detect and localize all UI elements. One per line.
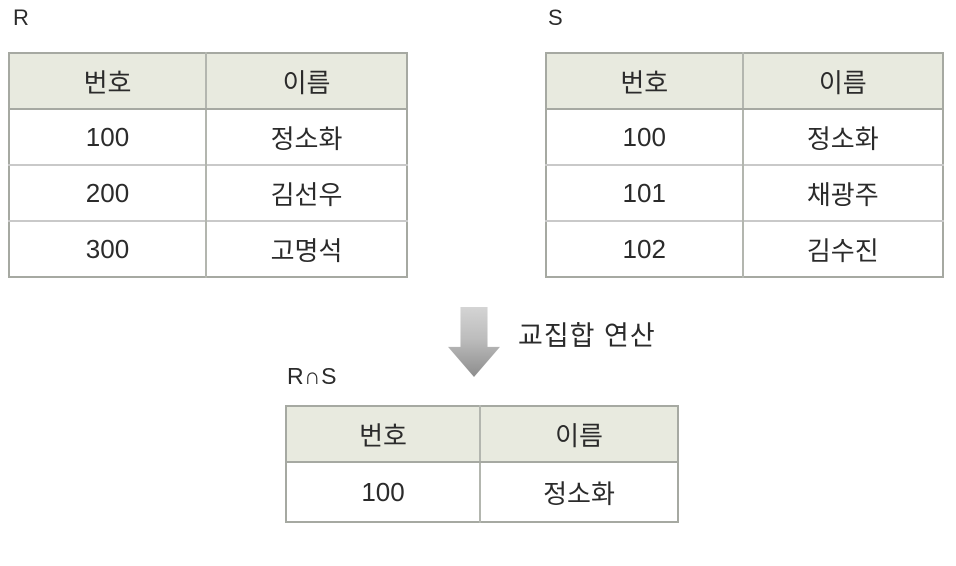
table-cell-name: 정소화: [479, 462, 678, 522]
table-cell-number: 100: [9, 109, 206, 165]
table-cell-name: 김선우: [205, 164, 407, 221]
table-cell-number: 200: [9, 164, 206, 221]
table-row: 102 김수진: [546, 220, 943, 277]
table-row: 100 정소화: [546, 109, 943, 165]
table-cell-name: 고명석: [205, 220, 407, 277]
table-row: 300 고명석: [9, 220, 407, 277]
table-cell-name: 정소화: [741, 109, 943, 165]
table-cell-number: 300: [9, 220, 206, 277]
table-result-header-number: 번호: [286, 406, 481, 463]
table-cell-number: 100: [546, 109, 743, 165]
table-cell-number: 101: [546, 164, 743, 221]
table-cell-number: 100: [286, 462, 481, 522]
table-r-header-name: 이름: [205, 53, 407, 110]
table-row: 101 채광주: [546, 164, 943, 221]
table-cell-number: 102: [546, 220, 743, 277]
table-r-header-number: 번호: [9, 53, 206, 110]
table-s-header-name: 이름: [741, 53, 943, 110]
table-s-label: S: [548, 5, 564, 30]
table-r-label: R: [13, 5, 30, 30]
table-cell-name: 김수진: [741, 220, 943, 277]
down-arrow-icon: [448, 307, 500, 377]
table-row: 100 정소화: [286, 462, 678, 522]
table-cell-name: 채광주: [741, 164, 943, 221]
table-result-header-row: 번호 이름: [286, 406, 678, 463]
table-result-header-name: 이름: [479, 406, 678, 463]
table-s-header-row: 번호 이름: [546, 53, 943, 110]
table-row: 100 정소화: [9, 109, 407, 165]
table-result-label: R∩S: [287, 363, 337, 389]
table-cell-name: 정소화: [205, 109, 407, 165]
table-row: 200 김선우: [9, 164, 407, 221]
table-result: 번호 이름 100 정소화: [285, 405, 679, 523]
operation-label: 교집합 연산: [518, 321, 656, 351]
table-s-header-number: 번호: [546, 53, 743, 110]
table-s: 번호 이름 100 정소화 101 채광주 102 김수진: [545, 52, 944, 278]
table-r-header-row: 번호 이름: [9, 53, 407, 110]
table-r: 번호 이름 100 정소화 200 김선우 300 고명석: [8, 52, 408, 278]
